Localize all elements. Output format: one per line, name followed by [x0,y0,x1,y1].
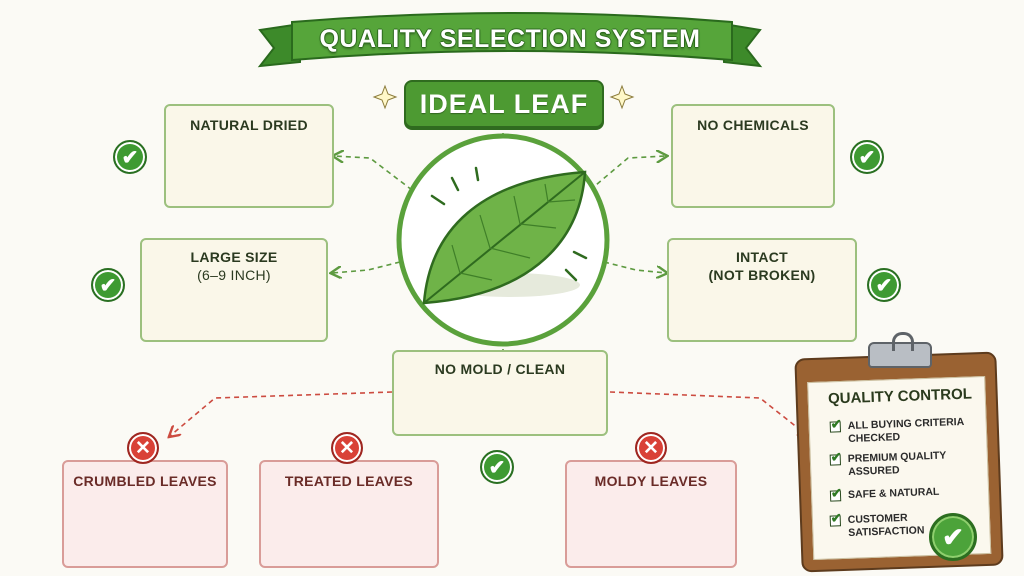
check-icon: ✔ [91,268,125,302]
qc-item: ✔ ALL BUYING CRITERIA CHECKED [829,415,981,446]
criterion-card-large-size: LARGE SIZE (6–9 INCH) [140,238,328,342]
criterion-card-no-chemicals: NO CHEMICALS [671,104,835,208]
check-icon: ✔ [113,140,147,174]
clipboard-clip-icon [868,332,932,368]
title-ribbon: QUALITY SELECTION SYSTEM [290,14,730,64]
criterion-label-line1: LARGE SIZE [190,249,278,265]
ideal-leaf-icon [396,133,610,347]
criterion-label: NO MOLD / CLEAN [434,361,566,377]
criterion-card-no-mold: NO MOLD / CLEAN [392,350,608,436]
checkbox-checked-icon: ✔ [829,416,842,433]
reject-label: TREATED LEAVES [284,473,414,489]
criterion-label-line1: INTACT [735,249,789,265]
checkbox-checked-icon: ✔ [829,510,842,527]
connector-reject-right [609,391,808,436]
criterion-card-natural-dried: NATURAL DRIED [164,104,334,208]
connector-natural-dried [334,156,413,191]
connector-large-size [332,261,401,273]
connector-intact [603,261,666,273]
criterion-label: NATURAL DRIED [190,117,308,133]
fail-connectors [170,391,808,436]
check-icon: ✔ [480,450,514,484]
checkbox-checked-icon: ✔ [829,449,842,466]
check-icon: ✔ [867,268,901,302]
cross-icon: ✕ [331,432,363,464]
cross-icon: ✕ [127,432,159,464]
connector-reject-left [170,391,393,436]
approval-seal-icon: ✔ [929,513,977,561]
criterion-label-line2: (6–9 INCH) [197,267,271,283]
criterion-label: NO CHEMICALS [697,117,809,133]
page-title: QUALITY SELECTION SYSTEM [319,24,701,53]
checkbox-checked-icon: ✔ [829,485,843,502]
reject-card-treated: TREATED LEAVES [259,460,439,568]
connector-no-chemicals [589,156,666,191]
reject-label: MOLDY LEAVES [594,473,708,489]
sparkle-icon [372,84,635,110]
title-ribbon-shape [257,12,763,68]
clip-ring [892,332,914,351]
check-icon: ✔ [850,140,884,174]
criterion-label-line2: (NOT BROKEN) [708,267,816,283]
reject-card-moldy: MOLDY LEAVES [565,460,737,568]
cross-icon: ✕ [635,432,667,464]
ideal-leaf-label: IDEAL LEAF [404,80,604,128]
criterion-card-intact: INTACT (NOT BROKEN) [667,238,857,342]
qc-item: ✔ PREMIUM QUALITY ASSURED [829,448,981,479]
reject-label: CRUMBLED LEAVES [73,473,217,489]
reject-card-crumbled: CRUMBLED LEAVES [62,460,228,568]
